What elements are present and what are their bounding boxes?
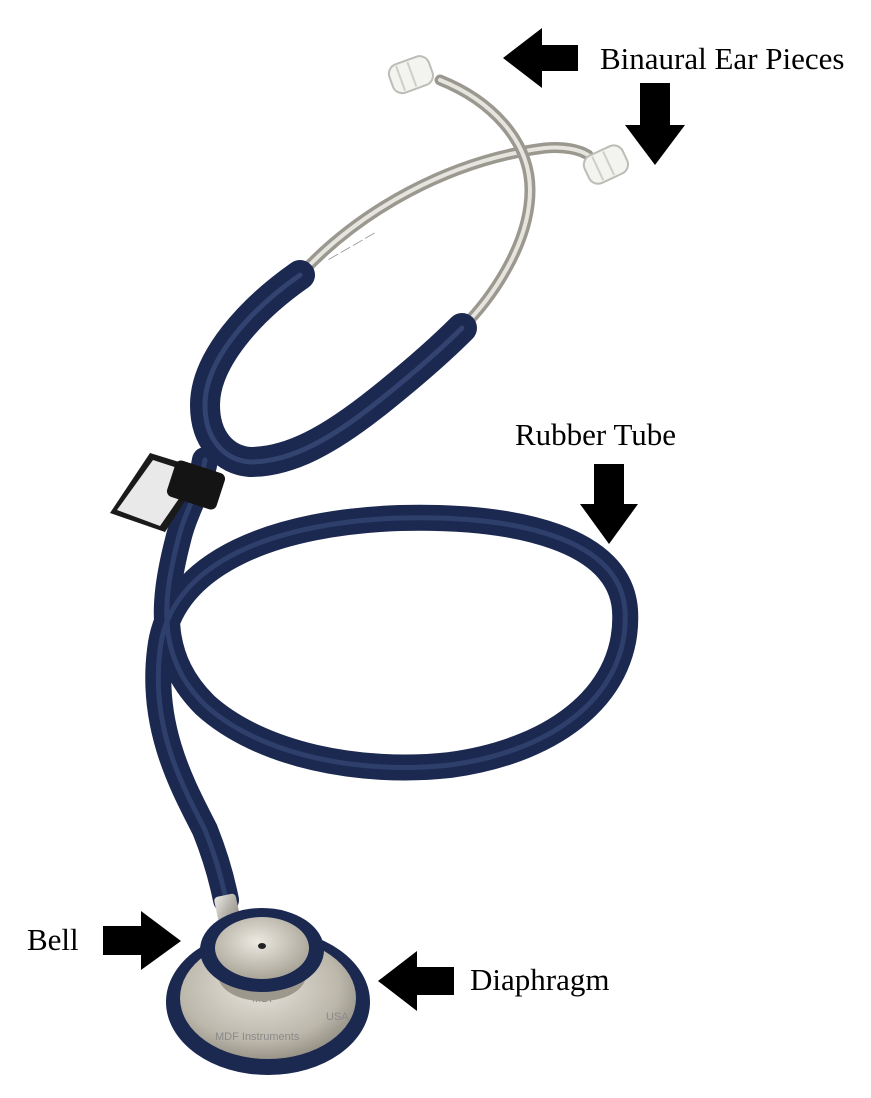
arrow-earpieces-left [503,28,578,88]
label-diaphragm: Diaphragm [470,962,609,997]
engraving-country: USA [326,1011,349,1023]
ear-piece-top [386,53,436,96]
label-tube: Rubber Tube [515,417,676,452]
arrow-tube-down [580,464,638,544]
label-earpieces: Binaural Ear Pieces [600,41,844,76]
chestpiece: MDF Instruments USA MDF [166,908,370,1075]
arrow-earpieces-down [625,83,685,165]
label-bell: Bell [27,922,79,957]
rubber-tube [158,460,625,900]
engraving-maker: MDF Instruments [215,1031,300,1043]
ear-tube-right [440,80,530,328]
stethoscope-icon: — — — — MDF Instrumen [110,53,631,1075]
arrow-diaphragm-left [378,951,454,1011]
arrow-bell-right [103,911,181,970]
